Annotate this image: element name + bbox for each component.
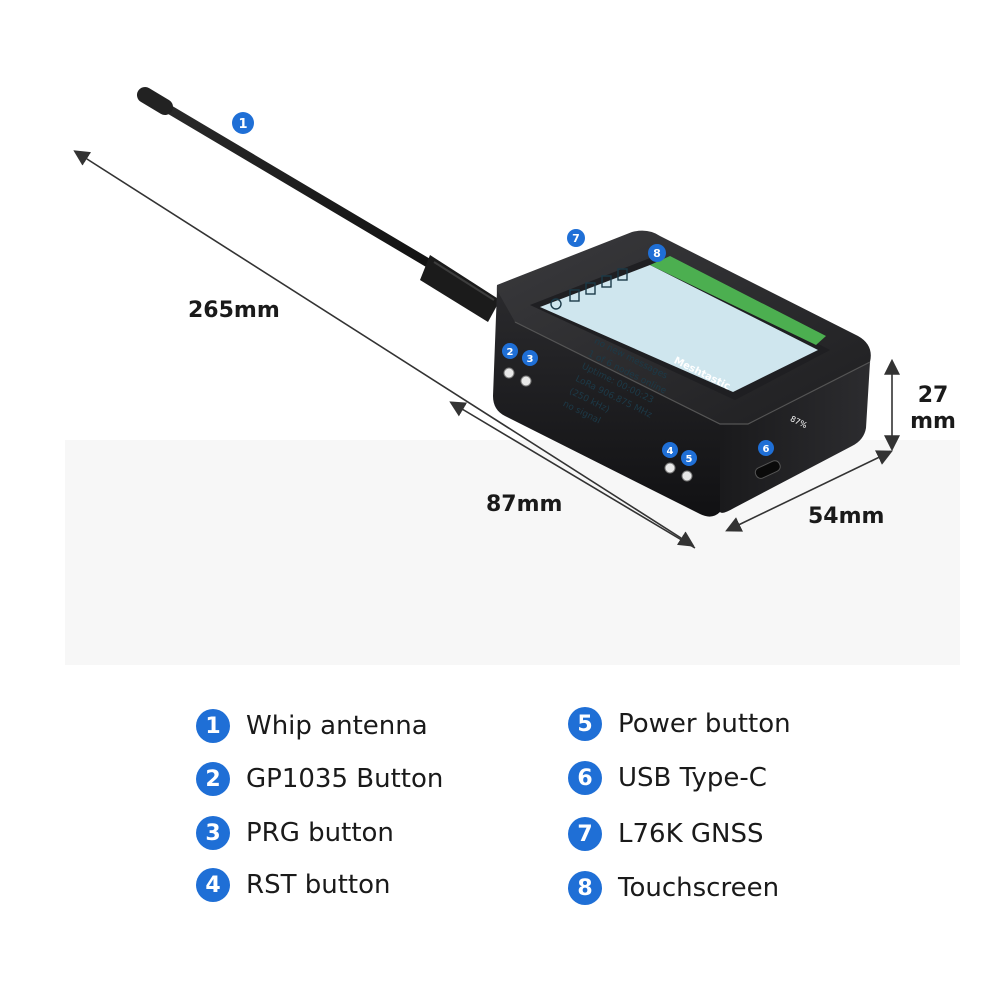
svg-text:3: 3 [527,354,534,365]
side-buttons [503,367,693,482]
callout-2: 2 [502,343,518,359]
callout-badges: 1 2 3 4 5 6 7 [232,112,774,466]
legend-item-5: 5 Power button [568,704,791,744]
depth-label: 54mm [808,504,885,529]
whip-antenna [137,87,500,322]
legend-item-4: 4 RST button [196,865,390,905]
legend: 1 Whip antenna 2 GP1035 Button 3 PRG but… [0,690,1000,920]
width-label: 87mm [486,492,563,517]
legend-item-2: 2 GP1035 Button [196,759,443,799]
svg-text:4: 4 [667,446,674,457]
legend-item-7: 7 L76K GNSS [568,814,764,854]
callout-5: 5 [681,450,697,466]
height-value: 27 [917,383,949,408]
legend-label-4: RST button [246,870,391,900]
callout-8: 8 [648,244,666,262]
device-illustration: Meshtastic 87% no new messages 1 of 6 no… [65,87,960,665]
height-label: 27 mm [910,383,956,435]
callout-4: 4 [662,442,678,458]
legend-number-1: 1 [196,709,230,743]
power-button [681,470,693,482]
callout-3: 3 [522,350,538,366]
settings-icon [617,268,628,281]
rst-button [664,462,676,474]
legend-number-4: 4 [196,868,230,902]
legend-label-6: USB Type-C [618,763,767,793]
svg-text:7: 7 [572,232,580,245]
legend-label-3: PRG button [246,818,394,848]
chat-icon [585,282,596,295]
map-icon [569,289,580,302]
gear-icon [550,298,562,310]
svg-text:1: 1 [238,117,247,132]
svg-text:5: 5 [686,454,693,465]
legend-number-7: 7 [568,817,602,851]
usb-type-c-port [754,460,781,479]
callout-6: 6 [758,440,774,456]
legend-item-3: 3 PRG button [196,813,394,853]
width-dimension-line [449,401,696,549]
touchscreen: Meshtastic 87% no new messages 1 of 6 no… [530,256,830,430]
legend-number-8: 8 [568,871,602,905]
length-dimension-line [73,150,695,547]
svg-text:6: 6 [763,444,770,455]
prg-button [520,375,532,387]
legend-label-8: Touchscreen [618,873,780,903]
background-panel [65,440,960,665]
callout-7: 7 [567,229,585,247]
callout-1: 1 [232,112,254,134]
legend-label-1: Whip antenna [246,711,428,741]
svg-text:8: 8 [653,247,661,260]
depth-dimension-line [725,450,893,532]
height-unit: mm [910,409,956,434]
legend-label-2: GP1035 Button [246,764,444,794]
legend-number-5: 5 [568,707,602,741]
legend-number-2: 2 [196,762,230,796]
legend-number-6: 6 [568,761,602,795]
legend-label-7: L76K GNSS [618,819,764,849]
legend-item-6: 6 USB Type-C [568,758,767,798]
gp1035-button [503,367,515,379]
legend-item-1: 1 Whip antenna [196,706,428,746]
svg-text:2: 2 [507,347,514,358]
length-label: 265mm [188,298,280,323]
legend-item-8: 8 Touchscreen [568,868,779,908]
legend-label-5: Power button [618,709,791,739]
node-icon [601,275,612,288]
legend-number-3: 3 [196,816,230,850]
